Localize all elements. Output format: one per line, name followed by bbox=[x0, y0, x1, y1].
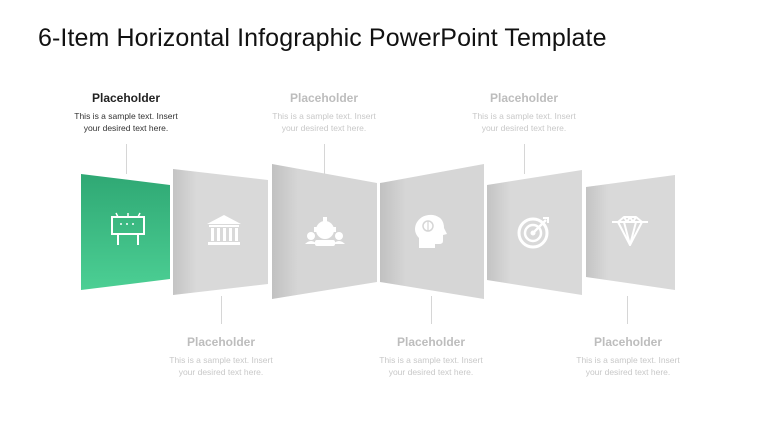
item-heading: Placeholder bbox=[396, 335, 466, 349]
item-text-4: Placeholder This is a sample text. Inser… bbox=[361, 335, 501, 378]
item-text-5: Placeholder This is a sample text. Inser… bbox=[454, 91, 594, 134]
item-body-line1: This is a sample text. Insert bbox=[169, 355, 273, 365]
item-body-line2: your desired text here. bbox=[281, 123, 367, 133]
item-body-line2: your desired text here. bbox=[481, 123, 567, 133]
panel-1 bbox=[81, 174, 170, 290]
item-body-line1: This is a sample text. Insert bbox=[379, 355, 483, 365]
connector-line-1 bbox=[126, 144, 127, 174]
teamwork-gears-icon bbox=[305, 217, 345, 246]
item-text-2: Placeholder This is a sample text. Inser… bbox=[151, 335, 291, 378]
panel-3 bbox=[272, 164, 377, 299]
billboard-icon bbox=[111, 212, 145, 245]
connector-line-4 bbox=[431, 296, 432, 324]
item-heading: Placeholder bbox=[593, 335, 663, 349]
connector-line-6 bbox=[627, 296, 628, 324]
item-body-line2: your desired text here. bbox=[178, 367, 264, 377]
bank-icon bbox=[207, 215, 241, 245]
item-text-6: Placeholder This is a sample text. Inser… bbox=[558, 335, 698, 378]
brain-head-icon bbox=[415, 214, 447, 248]
item-body-line2: your desired text here. bbox=[585, 367, 671, 377]
item-body-line1: This is a sample text. Insert bbox=[272, 111, 376, 121]
item-heading: Placeholder bbox=[186, 335, 256, 349]
item-text-3: Placeholder This is a sample text. Inser… bbox=[254, 91, 394, 134]
panel-5 bbox=[487, 170, 582, 295]
panel-2 bbox=[173, 169, 268, 295]
panel-6 bbox=[586, 175, 675, 290]
connector-line-3 bbox=[324, 144, 325, 174]
connector-line-5 bbox=[524, 144, 525, 174]
diamond-icon bbox=[612, 216, 648, 246]
slide-title: 6-Item Horizontal Infographic PowerPoint… bbox=[38, 24, 607, 52]
connector-line-2 bbox=[221, 296, 222, 324]
item-body-line1: This is a sample text. Insert bbox=[576, 355, 680, 365]
item-heading: Placeholder bbox=[289, 91, 359, 105]
item-body-line2: your desired text here. bbox=[83, 123, 169, 133]
item-heading: Placeholder bbox=[91, 91, 161, 105]
item-body-line2: your desired text here. bbox=[388, 367, 474, 377]
item-heading: Placeholder bbox=[489, 91, 559, 105]
target-icon bbox=[517, 217, 549, 249]
item-body-line1: This is a sample text. Insert bbox=[74, 111, 178, 121]
item-text-1: Placeholder This is a sample text. Inser… bbox=[56, 91, 196, 134]
panel-4 bbox=[380, 164, 484, 299]
item-body-line1: This is a sample text. Insert bbox=[472, 111, 576, 121]
